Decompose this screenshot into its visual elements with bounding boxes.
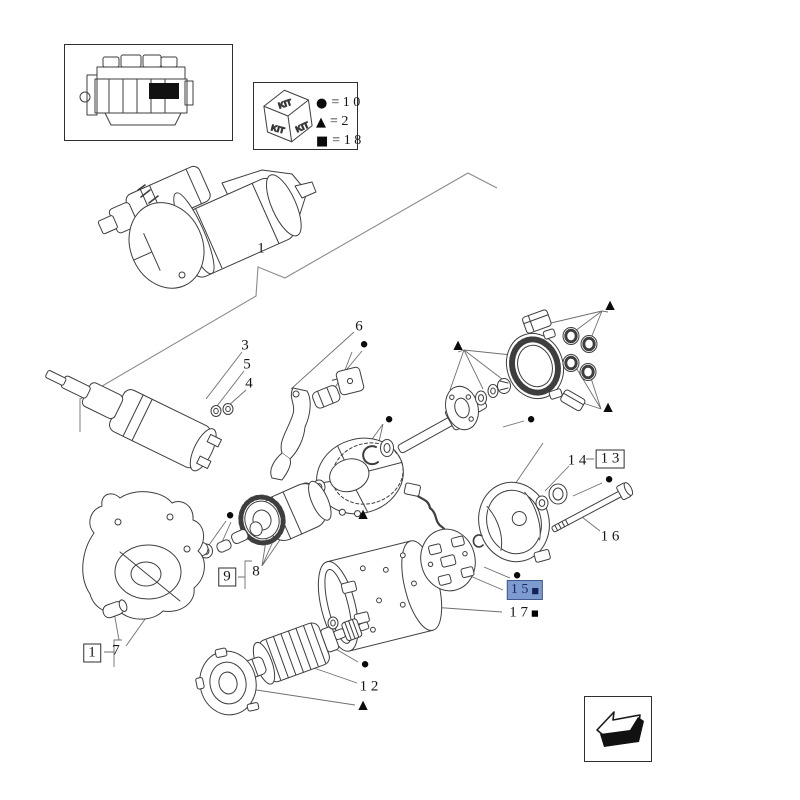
triangle-marker: ▲ [450, 337, 466, 354]
triangle-marker: ▲ [602, 297, 618, 314]
circle-marker: ● [225, 507, 235, 524]
label-part-5: 5 [243, 356, 251, 373]
square-symbol: ■ [531, 582, 540, 598]
circle-marker: ● [512, 567, 522, 584]
circle-symbol: ● [316, 95, 328, 111]
circle-marker: ● [384, 411, 394, 428]
label-part-8: 8 [252, 563, 260, 580]
drive-end-housing-part [82, 491, 205, 620]
label-part-6: 6 [355, 318, 363, 335]
shift-fork-part [270, 366, 365, 481]
square-symbol: ■ [530, 605, 539, 621]
brush-springs [562, 327, 598, 381]
shaft-and-flange-parts [397, 378, 511, 454]
legend-row-triangle: ▲ = 2 [316, 114, 349, 130]
end-cap-part [478, 481, 634, 563]
svg-text:KIT: KIT [277, 97, 294, 111]
label-part-9-boxed: 9 [218, 567, 236, 587]
circle-marker: ● [360, 656, 370, 673]
triangle-symbol: ▲ [316, 114, 326, 130]
ring-gear-and-brushes [505, 309, 598, 412]
end-plate-disc-part [195, 647, 260, 716]
label-part-13-boxed: 1 3 [595, 449, 625, 469]
clutch-housing-part [298, 437, 404, 518]
solenoid-part [45, 370, 234, 472]
label-part-17: 1 7 ■ [509, 604, 539, 621]
label-part-1: 1 [257, 240, 265, 257]
label-part-3: 3 [241, 337, 249, 354]
svg-text:KIT: KIT [294, 119, 311, 134]
label-part-7: 7 [112, 642, 120, 659]
section-divider-line [79, 172, 498, 432]
circle-marker: ● [526, 411, 536, 428]
legend-row-circle: ● = 1 0 [316, 95, 361, 111]
circle-marker: ● [359, 336, 369, 353]
square-symbol: ■ [316, 133, 329, 149]
assembled-starter-motor [97, 165, 317, 289]
triangle-marker: ▲ [355, 697, 371, 714]
kit-legend-box: KIT KIT KIT ● = 1 0 ▲ = 2 ■ = 1 8 [253, 82, 362, 150]
svg-text:KIT: KIT [270, 122, 286, 135]
brush-holder-part [403, 482, 484, 592]
pinion-drive-part [183, 480, 332, 559]
legend-row-square: ■ = 1 8 [316, 133, 362, 149]
engine-drawing [79, 54, 194, 126]
label-part-4: 4 [245, 375, 253, 392]
back-arrow-icon [596, 711, 644, 747]
engine-location-thumbnail [64, 44, 233, 141]
label-part-15-highlighted[interactable]: 1 5 ■ [506, 580, 544, 600]
label-part-16: 1 6 [600, 528, 620, 545]
label-part-1-boxed: 1 [83, 643, 101, 663]
label-part-14: 1 4 [567, 452, 587, 469]
triangle-marker: ▲ [355, 506, 371, 523]
label-part-12: 1 2 [359, 678, 379, 695]
triangle-marker: ▲ [600, 399, 616, 416]
kit-cube-icon: KIT KIT KIT [263, 89, 313, 143]
through-bolt-part [551, 482, 634, 533]
circle-marker: ● [604, 471, 614, 488]
back-arrow-button[interactable] [584, 696, 652, 762]
